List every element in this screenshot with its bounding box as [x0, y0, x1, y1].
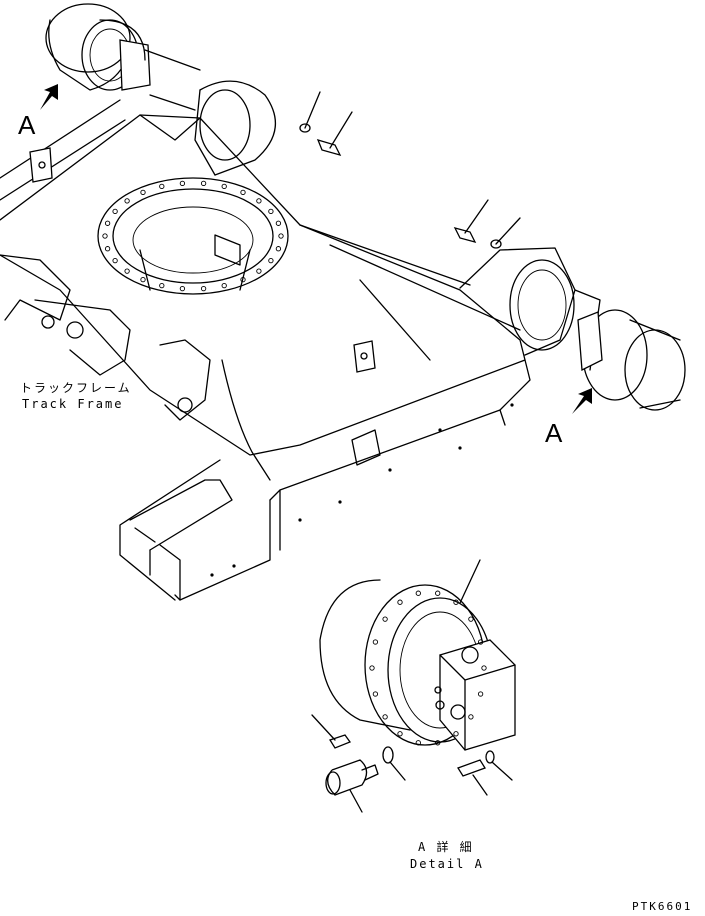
- bolt-hole: [369, 665, 375, 671]
- track-frame-label-jp: トラックフレーム: [20, 381, 132, 395]
- bolt-hole: [268, 208, 274, 215]
- bolt-hole: [372, 691, 379, 697]
- bolt-hole: [140, 189, 146, 196]
- view-arrow-right: [572, 388, 592, 414]
- right-bolt-washer: [453, 199, 521, 249]
- bolt-hole: [124, 198, 130, 204]
- bolt-hole: [124, 268, 130, 274]
- bolt-hole: [104, 220, 111, 226]
- bolt-hole: [372, 639, 379, 645]
- bolt-hole: [415, 590, 421, 596]
- detail-a-motor: [319, 559, 516, 751]
- bolt-hole: [477, 639, 484, 645]
- detail-a-fittings: [311, 714, 513, 813]
- detail-a-label-en: Detail A: [410, 857, 484, 871]
- bolt-hole: [221, 183, 227, 190]
- bolt-hole: [159, 282, 165, 289]
- top-bolt-washer: [299, 91, 353, 157]
- bolt-hole: [435, 740, 441, 746]
- bolt-hole: [477, 691, 484, 697]
- bolt-hole: [240, 189, 246, 196]
- bolt-hole: [453, 599, 459, 605]
- view-arrow-top: [40, 84, 58, 110]
- bolt-hole: [221, 282, 227, 289]
- bolt-hole: [112, 208, 118, 215]
- bolt-hole: [415, 740, 421, 746]
- bolt-hole: [159, 183, 165, 190]
- bolt-hole: [256, 268, 262, 274]
- bolt-hole: [397, 731, 403, 737]
- bolt-hole: [435, 590, 441, 596]
- bolt-hole: [256, 198, 262, 204]
- top-travel-motor: [45, 3, 277, 176]
- view-marker-a-top: A: [18, 110, 36, 140]
- right-travel-motor: [459, 247, 686, 411]
- bolt-hole: [382, 714, 388, 720]
- bolt-hole: [468, 714, 474, 720]
- bolt-hole: [468, 616, 474, 622]
- bolt-hole: [200, 180, 207, 187]
- bolt-hole: [240, 276, 246, 283]
- detail-a-label-jp: A 詳 細: [418, 840, 474, 854]
- bolt-hole: [104, 246, 111, 252]
- bolt-hole: [382, 616, 388, 622]
- bolt-hole: [275, 246, 282, 252]
- bolt-hole: [481, 665, 487, 671]
- bolt-hole: [397, 599, 403, 605]
- bolt-hole: [112, 257, 118, 264]
- bolt-hole: [140, 276, 146, 283]
- view-marker-a-right: A: [545, 418, 563, 448]
- bolt-hole: [179, 180, 186, 187]
- bolt-hole: [268, 257, 274, 264]
- bolt-hole: [275, 220, 282, 226]
- bolt-hole: [102, 233, 108, 239]
- drawing-code: PTK6601: [632, 900, 693, 913]
- track-frame: [0, 99, 531, 601]
- track-frame-label-en: Track Frame: [22, 397, 124, 411]
- bolt-hole: [278, 233, 284, 239]
- bolt-hole: [179, 285, 186, 292]
- bolt-hole: [453, 731, 459, 737]
- bolt-hole: [200, 285, 207, 292]
